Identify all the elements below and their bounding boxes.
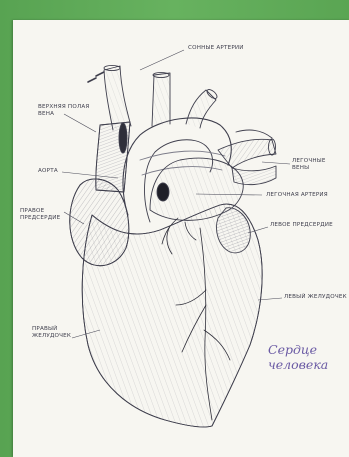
label-carotid-arteries: СОННЫЕ АРТЕРИИ: [188, 45, 244, 52]
label-pulmonary-artery: ЛЕГОЧНАЯ АРТЕРИЯ: [266, 192, 328, 199]
carotid-center: [152, 73, 170, 126]
pulmonary-vein-lower: [232, 166, 276, 185]
label-right-atrium: ПРАВОЕ ПРЕДСЕРДИЕ: [20, 208, 70, 221]
caption-line-2: человека: [268, 357, 328, 372]
label-right-ventricle: ПРАВЫЙ ЖЕЛУДОЧЕК: [32, 326, 76, 339]
label-aorta: АОРТА: [38, 168, 58, 175]
drawing-caption: Сердце человека: [268, 342, 328, 372]
carotid-left: [104, 66, 131, 130]
carotid-right: [186, 90, 216, 128]
label-superior-vena-cava: ВЕРХНЯЯ ПОЛАЯ ВЕНА: [38, 104, 98, 117]
caption-line-1: Сердце: [268, 342, 328, 357]
label-left-ventricle: ЛЕВЫЙ ЖЕЛУДОЧЕК: [284, 294, 347, 301]
small-vessel-stubs: [88, 72, 104, 82]
pulmonary-opening: [157, 183, 169, 201]
label-pulmonary-veins: ЛЕГОЧНЫЕ ВЕНЫ: [292, 158, 344, 171]
label-left-atrium: ЛЕВОЕ ПРЕДСЕРДИЕ: [270, 222, 333, 229]
pulmonary-vein-branch: [236, 130, 272, 138]
